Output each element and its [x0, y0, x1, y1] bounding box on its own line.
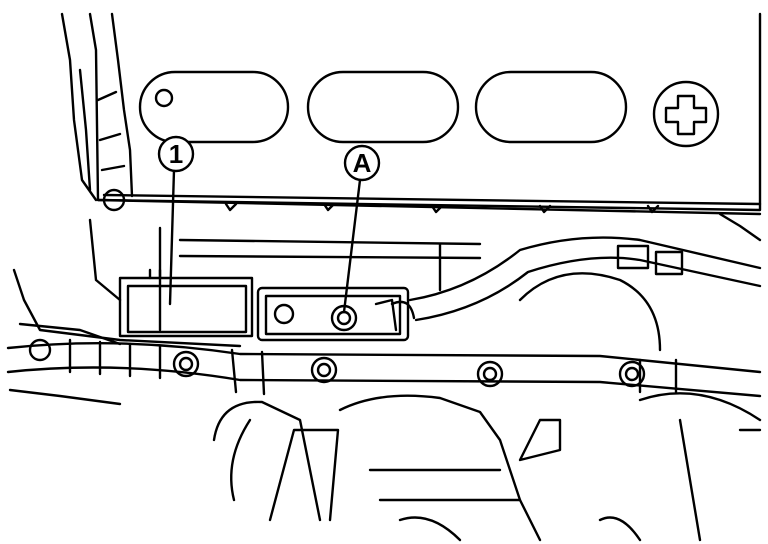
callout-a: A	[342, 144, 381, 314]
lower-assembly	[8, 272, 762, 542]
battery-vent-slot	[474, 70, 628, 144]
callout-a-label: A	[353, 148, 372, 178]
positive-terminal-mark	[652, 80, 720, 148]
component-1-box	[118, 268, 254, 338]
callout-1: 1	[157, 135, 195, 306]
battery-vent-slot	[306, 70, 460, 144]
callout-1-label: 1	[169, 139, 183, 169]
battery-vent-slot	[138, 70, 290, 144]
plus-icon	[664, 94, 708, 136]
battery-tray	[12, 212, 762, 348]
battery-vent-hole	[154, 88, 174, 108]
terminal-connector	[256, 286, 416, 342]
battery	[60, 12, 762, 216]
wiring-harness	[6, 236, 762, 522]
